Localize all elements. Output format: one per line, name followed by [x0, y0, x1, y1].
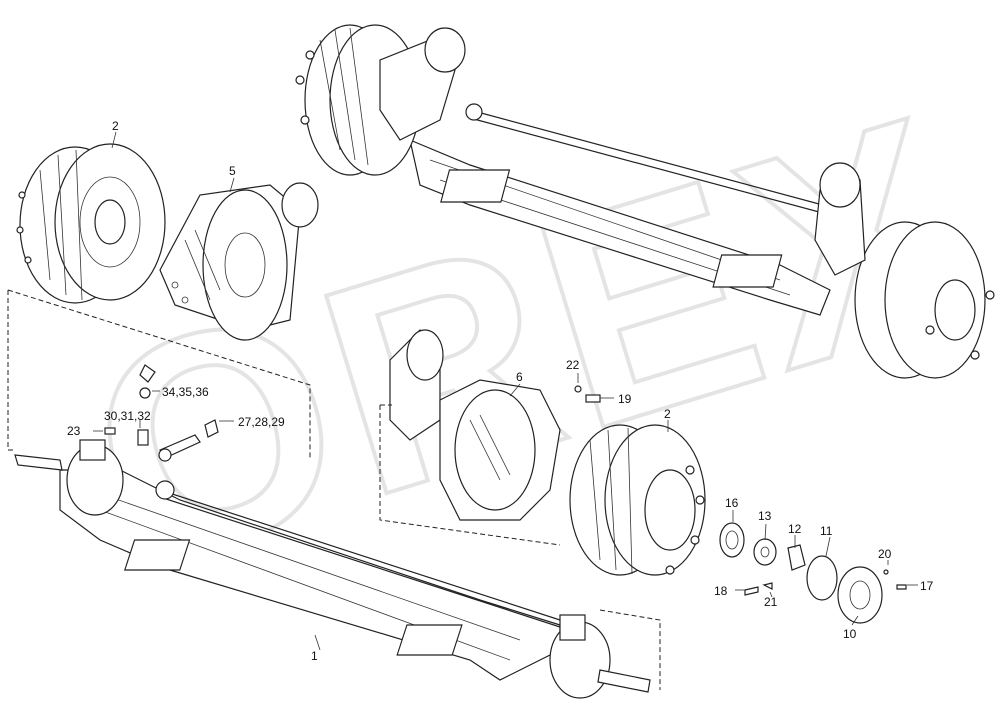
callout-23: 23: [67, 424, 81, 438]
brake-assembly-6: [389, 329, 561, 521]
brake-assembly-5: [159, 182, 319, 341]
small-parts-left: [104, 364, 219, 462]
callout-10: 10: [843, 627, 857, 641]
callout-16: 16: [725, 496, 739, 510]
callout-20: 20: [878, 547, 892, 561]
callout-1: 1: [311, 649, 318, 663]
callout-13: 13: [758, 509, 772, 523]
brake-drum-left: [16, 143, 166, 304]
callout-11: 11: [820, 524, 833, 538]
callout-6: 6: [516, 370, 523, 384]
group-box-center: [379, 404, 561, 546]
callout-21: 21: [764, 595, 778, 609]
group-box-left: [7, 289, 311, 460]
callout-19: 19: [618, 392, 632, 406]
callout-17: 17: [920, 579, 934, 593]
callout-18: 18: [714, 584, 728, 598]
callout-22: 22: [566, 358, 580, 372]
assembled-axle: [295, 24, 995, 379]
callout-2-right: 2: [664, 407, 671, 421]
callout-27-28-29: 27,28,29: [238, 415, 285, 429]
callout-5: 5: [229, 164, 236, 178]
callout-30-31-32: 30,31,32: [104, 409, 151, 423]
front-axle-1: [14, 439, 651, 699]
hub-parts: [574, 385, 907, 624]
brake-drum-right: [569, 424, 706, 576]
group-line-right-axle: [599, 609, 661, 690]
callout-34-35-36: 34,35,36: [162, 385, 209, 399]
callout-2-left: 2: [112, 119, 119, 133]
leader-lines: [93, 131, 918, 651]
callouts: 1 2 2 5 6 10 11 12 13 16 17 18 19 20 21 …: [67, 119, 934, 663]
callout-12: 12: [788, 522, 802, 536]
